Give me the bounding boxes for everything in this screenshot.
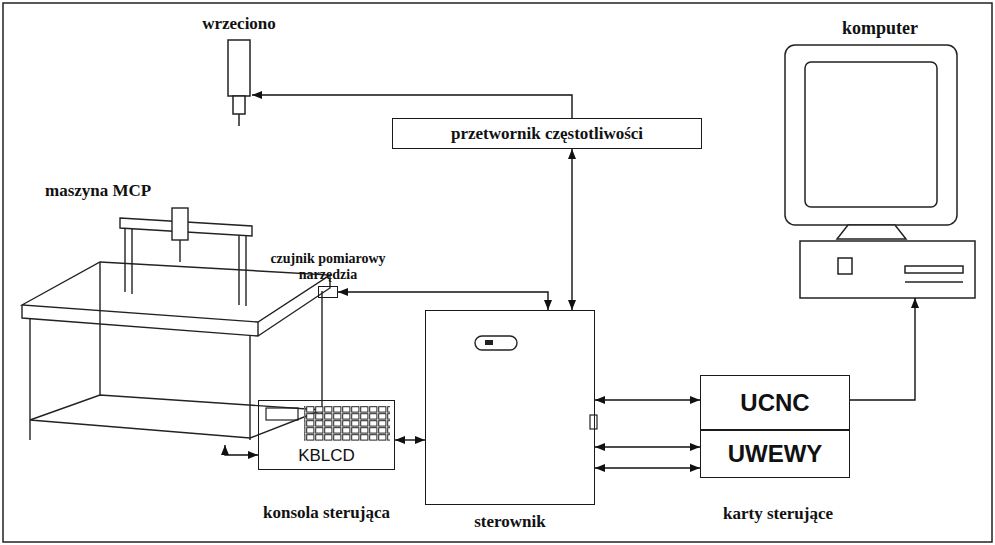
control-console: KBLCDkonsola sterująca xyxy=(258,400,395,470)
tool-sensor: czujnik pomiarowy narzędzia xyxy=(318,286,338,298)
console-label: konsola sterująca xyxy=(263,503,390,523)
keypad xyxy=(304,406,390,441)
connector xyxy=(595,399,700,400)
connector xyxy=(252,95,572,118)
connector xyxy=(595,446,700,447)
controller-label: sterownik xyxy=(474,512,545,532)
connector xyxy=(395,439,425,440)
controller-switch xyxy=(485,340,493,345)
computer: komputer xyxy=(783,45,977,298)
machine-label: maszyna MCP xyxy=(45,181,151,201)
connector xyxy=(571,149,572,310)
connector xyxy=(225,445,258,455)
computer-drawing xyxy=(785,45,975,298)
connector xyxy=(595,467,700,468)
card-box: UWEWY xyxy=(700,430,850,478)
controller-socket xyxy=(590,415,597,429)
connector xyxy=(338,292,548,310)
controller-box: sterownik xyxy=(425,310,595,505)
spindle-label: wrzeciono xyxy=(202,14,276,34)
computer-label: komputer xyxy=(842,18,918,39)
lcd-display xyxy=(266,408,298,420)
connector xyxy=(850,298,915,400)
box-label: przetwornik częstotliwości xyxy=(451,124,643,144)
sensor-label: czujnik pomiarowy narzędzia xyxy=(248,251,408,283)
spindle: wrzeciono xyxy=(226,40,252,128)
card-box: UCNC xyxy=(700,375,850,430)
card-label: UCNC xyxy=(740,389,809,417)
console-name: KBLCD xyxy=(298,446,355,466)
group-label: karty sterujące xyxy=(723,504,833,524)
machine: maszyna MCP xyxy=(20,205,332,445)
process-box: przetwornik częstotliwości xyxy=(392,118,702,149)
card-label: UWEWY xyxy=(728,440,823,468)
frame xyxy=(3,3,992,542)
controller-slot xyxy=(475,336,517,350)
spindle-drawing xyxy=(228,40,250,126)
machine-drawing xyxy=(22,208,330,440)
